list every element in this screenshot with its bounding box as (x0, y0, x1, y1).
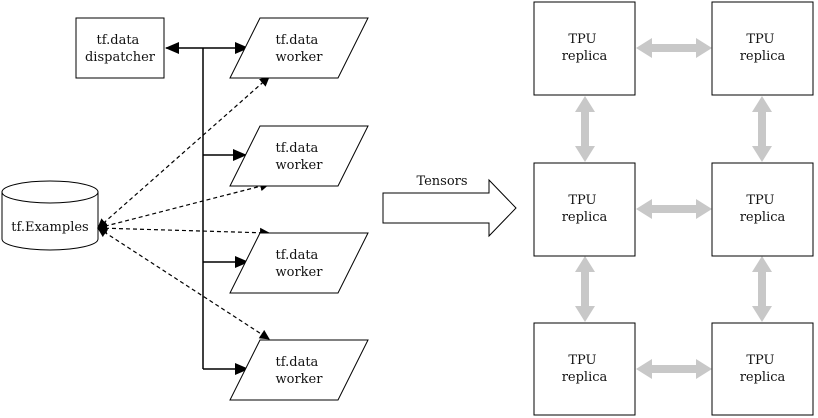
svg-text:TPU replica: TPU replica (562, 193, 608, 225)
dispatcher-node: tf.data dispatcher (75, 17, 165, 79)
tpu-label-line1: TPU (746, 353, 774, 368)
tpu-label-line1: TPU (746, 193, 774, 208)
worker-label-line2: worker (276, 158, 324, 173)
svg-text:TPU replica: TPU replica (740, 353, 786, 385)
svg-text:tf.data worker: tf.data worker (276, 248, 324, 280)
dispatcher-label-line2: dispatcher (85, 50, 156, 65)
worker-label-line2: worker (276, 50, 324, 65)
tpu-label-line1: TPU (746, 32, 774, 47)
data-read-connections (97, 76, 270, 340)
worker-label-line1: tf.data (276, 33, 319, 48)
tpu-replica-node: TPU replica (711, 322, 814, 416)
svg-text:tf.data dispatcher: tf.data dispatcher (85, 33, 156, 65)
worker-node: tf.data worker (229, 339, 369, 401)
tpu-replica-node: TPU replica (533, 1, 636, 96)
worker-label-line1: tf.data (276, 355, 319, 370)
svg-text:tf.data worker: tf.data worker (276, 33, 324, 65)
control-connections (165, 42, 249, 375)
tpu-label-line2: replica (740, 49, 786, 64)
svg-text:TPU replica: TPU replica (562, 353, 608, 385)
tpu-label-line2: replica (562, 210, 608, 225)
worker-node: tf.data worker (229, 232, 369, 294)
tpu-replica-node: TPU replica (711, 1, 814, 96)
examples-storage-node: tf.Examples (1, 180, 99, 251)
svg-text:TPU replica: TPU replica (740, 193, 786, 225)
tpu-link-arrow (636, 199, 712, 219)
tpu-link-arrow (752, 256, 772, 322)
tpu-label-line1: TPU (568, 193, 596, 208)
dashed-arrow (97, 181, 270, 231)
tpu-label-line2: replica (562, 370, 608, 385)
worker-node: tf.data worker (229, 125, 369, 187)
worker-label-line2: worker (276, 372, 324, 387)
svg-text:TPU replica: TPU replica (740, 32, 786, 64)
tensors-arrow: Tensors (382, 174, 517, 238)
svg-text:tf.data worker: tf.data worker (276, 141, 324, 173)
tpu-label-line1: TPU (568, 353, 596, 368)
tpu-link-arrow (575, 96, 595, 162)
worker-label-line1: tf.data (276, 141, 319, 156)
tpu-replica-node: TPU replica (533, 322, 636, 416)
svg-text:tf.data worker: tf.data worker (276, 355, 324, 387)
tpu-link-arrow (575, 256, 595, 322)
tpu-label-line2: replica (562, 49, 608, 64)
dashed-arrow (97, 76, 270, 229)
tpu-link-arrow (752, 96, 772, 162)
worker-node: tf.data worker (229, 17, 369, 79)
dashed-arrow (97, 223, 270, 238)
tpu-interconnect (575, 38, 772, 379)
tpu-link-arrow (636, 359, 712, 379)
examples-label: tf.Examples (11, 220, 88, 235)
tpu-replica-node: TPU replica (533, 162, 636, 257)
dispatcher-label-line1: tf.data (97, 33, 140, 48)
tensors-label: Tensors (416, 174, 467, 189)
tpu-link-arrow (636, 38, 712, 58)
tpu-label-line1: TPU (568, 32, 596, 47)
svg-text:TPU replica: TPU replica (562, 32, 608, 64)
worker-label-line2: worker (276, 265, 324, 280)
tpu-label-line2: replica (740, 210, 786, 225)
dashed-arrow (97, 227, 270, 340)
tpu-label-line2: replica (740, 370, 786, 385)
tpu-replica-node: TPU replica (711, 162, 814, 257)
worker-label-line1: tf.data (276, 248, 319, 263)
